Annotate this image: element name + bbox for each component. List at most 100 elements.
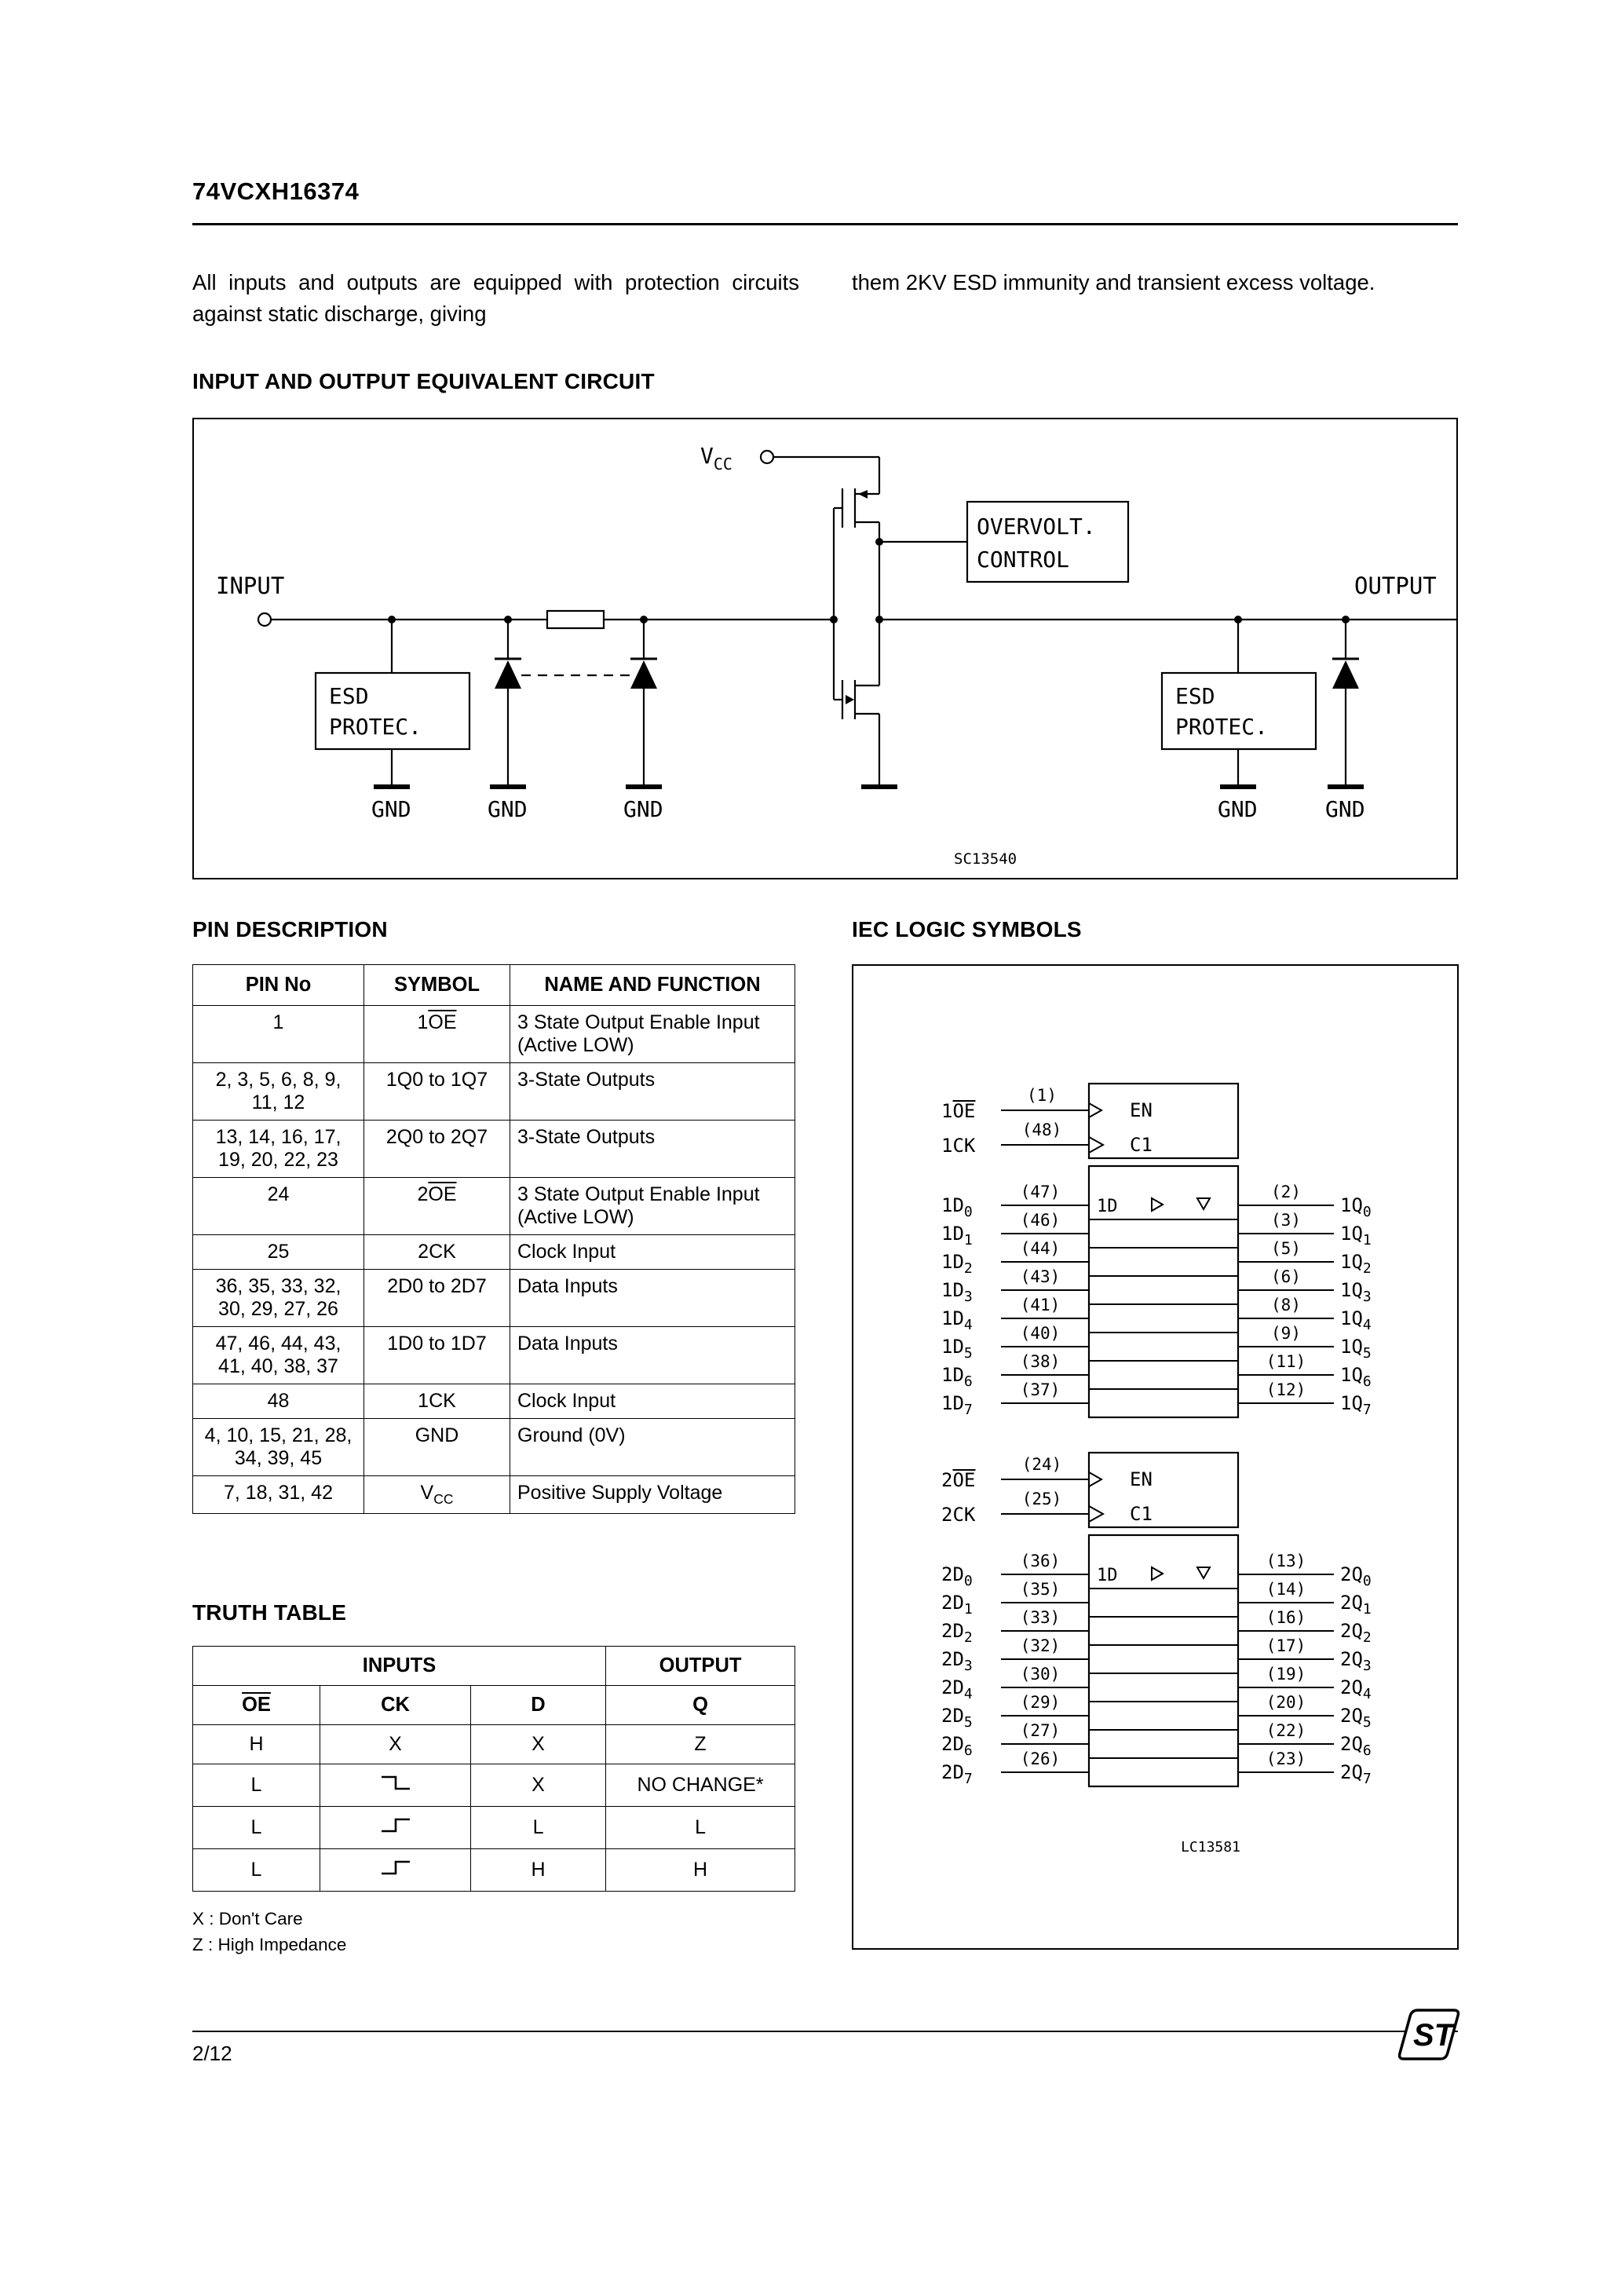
gnd-label: GND <box>1325 796 1365 822</box>
section-heading-equivalent-circuit: INPUT AND OUTPUT EQUIVALENT CIRCUIT <box>192 369 655 393</box>
svg-text:1Q1: 1Q1 <box>1340 1223 1372 1249</box>
st-logo: ST <box>1394 2004 1462 2069</box>
svg-text:EN: EN <box>1130 1099 1153 1121</box>
svg-text:2D4: 2D4 <box>941 1676 973 1702</box>
svg-text:(5): (5) <box>1271 1239 1301 1258</box>
truth-cell: H <box>605 1848 796 1892</box>
truth-cell: X <box>469 1724 607 1764</box>
pin-function: Data Inputs <box>510 1269 795 1327</box>
protec-label: PROTEC. <box>329 714 422 740</box>
pin-function: Clock Input <box>510 1234 795 1270</box>
pin-symbol: 2OE <box>363 1177 510 1235</box>
rising-edge-cell <box>320 1806 471 1849</box>
rising-edge-icon <box>381 1818 410 1833</box>
svg-text:1D1: 1D1 <box>941 1223 973 1249</box>
pin-function: 3 State Output Enable Input (Active LOW) <box>510 1005 795 1063</box>
pin-symbol: 2CK <box>363 1234 510 1270</box>
note-high-impedance: Z : High Impedance <box>192 1934 347 1954</box>
svg-text:(41): (41) <box>1021 1296 1061 1314</box>
figure-code: SC13540 <box>954 850 1017 868</box>
svg-text:2CK: 2CK <box>941 1504 976 1526</box>
iec-logic-diagram: ENC11OE(1)1CK(48)1D(47)1D0(46)1D1(44)1D2… <box>941 1082 1372 1855</box>
pin-function: 3-State Outputs <box>510 1062 795 1121</box>
falling-edge-icon <box>381 1775 410 1790</box>
svg-text:(29): (29) <box>1021 1693 1061 1712</box>
clamp-diode-icon <box>495 660 521 689</box>
esd-label: ESD <box>329 683 369 709</box>
pin-numbers: 2, 3, 5, 6, 8, 9, 11, 12 <box>192 1062 364 1121</box>
overvolt-label-line1: OVERVOLT. <box>977 514 1096 539</box>
truth-cell: L <box>192 1848 320 1892</box>
truth-col-q: Q <box>605 1685 796 1725</box>
pmos-arrow-icon <box>858 490 868 499</box>
svg-text:(25): (25) <box>1022 1490 1062 1508</box>
pin-symbol: 1CK <box>363 1384 510 1419</box>
intro-paragraph-right: them 2KV ESD immunity and transient exce… <box>852 270 1375 294</box>
pin-symbol: VCC <box>363 1475 510 1514</box>
svg-text:1D5: 1D5 <box>941 1336 973 1362</box>
pin-function: 3-State Outputs <box>510 1120 795 1178</box>
pin-numbers: 1 <box>192 1005 364 1063</box>
svg-text:(17): (17) <box>1266 1636 1306 1655</box>
pin-table-header-name: NAME AND FUNCTION <box>510 964 795 1006</box>
svg-text:(32): (32) <box>1021 1636 1061 1655</box>
truth-cell: H <box>469 1848 607 1892</box>
svg-text:LC13581: LC13581 <box>1181 1839 1240 1855</box>
pin-symbol: 1OE <box>363 1005 510 1063</box>
truth-cell: L <box>605 1806 796 1849</box>
input-terminal <box>257 612 272 627</box>
truth-cell: H <box>192 1724 320 1764</box>
truth-col-oe: OE <box>192 1685 320 1725</box>
pin-function: Clock Input <box>510 1384 795 1419</box>
svg-text:(19): (19) <box>1266 1665 1306 1684</box>
svg-text:1OE: 1OE <box>941 1100 975 1122</box>
truth-cell: L <box>469 1806 607 1849</box>
rising-edge-cell <box>320 1848 471 1892</box>
svg-text:1Q3: 1Q3 <box>1340 1279 1372 1305</box>
svg-text:2Q1: 2Q1 <box>1340 1592 1372 1618</box>
svg-text:C1: C1 <box>1130 1134 1153 1156</box>
section-heading-pin-description: PIN DESCRIPTION <box>192 917 388 941</box>
pin-numbers: 7, 18, 31, 42 <box>192 1475 364 1514</box>
section-heading-iec-logic: IEC LOGIC SYMBOLS <box>852 917 1082 941</box>
svg-text:(12): (12) <box>1266 1380 1306 1399</box>
pin-function: 3 State Output Enable Input (Active LOW) <box>510 1177 795 1235</box>
vcc-label: VCC <box>700 443 732 473</box>
svg-text:C1: C1 <box>1130 1503 1153 1525</box>
svg-text:1CK: 1CK <box>941 1135 976 1157</box>
svg-text:1D7: 1D7 <box>941 1392 973 1418</box>
svg-text:(24): (24) <box>1022 1455 1062 1474</box>
series-resistor <box>546 609 605 630</box>
truth-group-output: OUTPUT <box>605 1646 796 1686</box>
svg-text:(16): (16) <box>1266 1608 1306 1627</box>
pin-numbers: 48 <box>192 1384 364 1419</box>
svg-text:1Q6: 1Q6 <box>1340 1364 1372 1390</box>
svg-text:(44): (44) <box>1021 1239 1061 1258</box>
pin-symbol: GND <box>363 1418 510 1476</box>
svg-text:2D2: 2D2 <box>941 1620 973 1646</box>
svg-text:(46): (46) <box>1021 1211 1061 1230</box>
truth-col-d: D <box>469 1685 607 1725</box>
svg-text:(9): (9) <box>1271 1324 1301 1343</box>
pin-numbers: 4, 10, 15, 21, 28, 34, 39, 45 <box>192 1418 364 1476</box>
vcc-terminal <box>759 449 775 465</box>
page-number: 2/12 <box>192 2042 232 2065</box>
svg-text:(14): (14) <box>1266 1580 1306 1599</box>
pin-symbol: 1Q0 to 1Q7 <box>363 1062 510 1121</box>
svg-text:1D: 1D <box>1097 1197 1118 1216</box>
clamp-diode-icon <box>1332 660 1359 689</box>
clamp-diode-icon <box>630 660 657 689</box>
